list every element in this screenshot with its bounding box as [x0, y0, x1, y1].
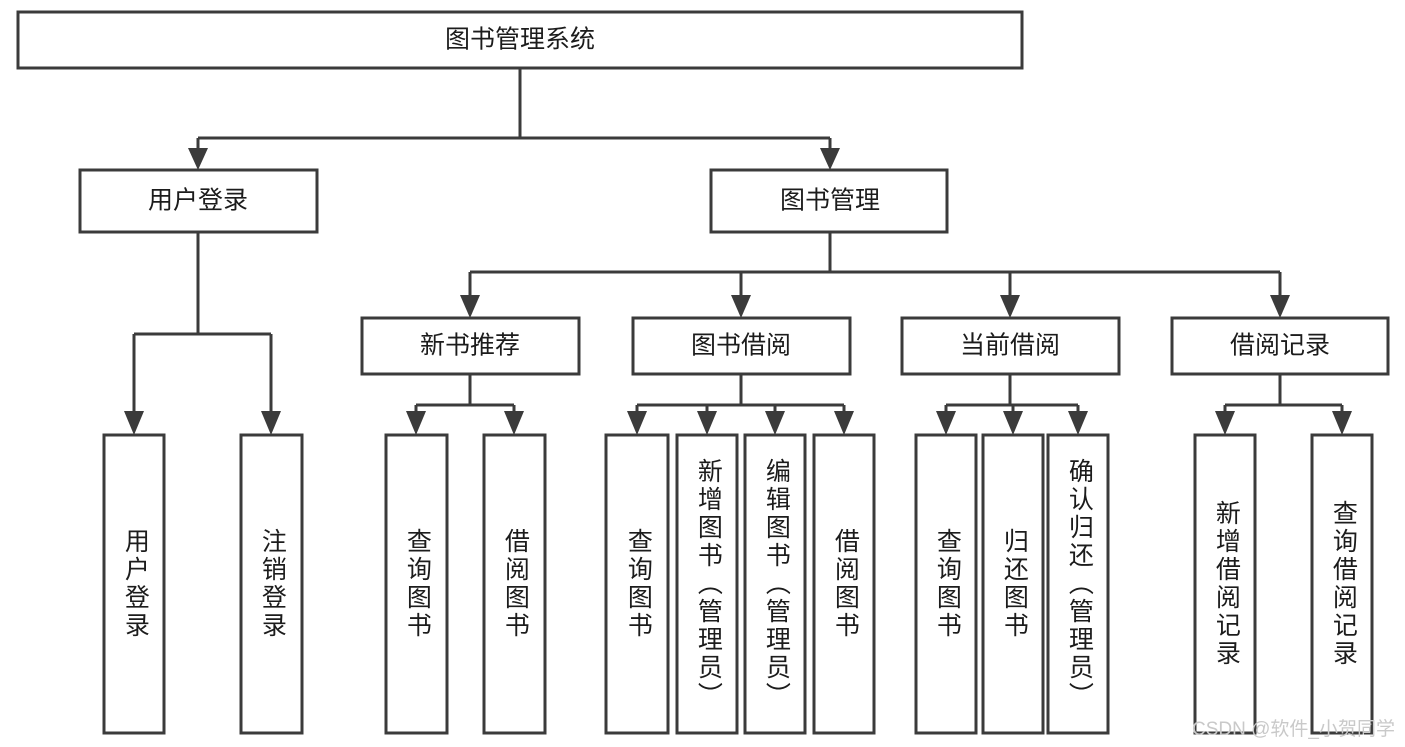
node-leaf-bb-query-label: 查询图书 [624, 528, 653, 640]
node-leaf-bb-query[interactable]: 查询图书 [604, 433, 670, 735]
csdn-watermark: CSDN @软件_小贺同学 [1192, 719, 1395, 740]
node-current-borrow[interactable]: 当前借阅 [900, 316, 1121, 376]
node-borrow-record[interactable]: 借阅记录 [1170, 316, 1390, 376]
arrow-bookmgmt-to-new-book-rec [460, 295, 480, 318]
node-new-book-rec[interactable]: 新书推荐 [360, 316, 581, 376]
node-leaf-user-logout[interactable]: 注销登录 [239, 433, 304, 735]
node-leaf-cb-query-label: 查询图书 [933, 528, 962, 640]
arrow-bookborrow-to-edit [765, 411, 785, 435]
node-leaf-cb-query[interactable]: 查询图书 [914, 433, 978, 735]
arrow-root-to-book-mgmt [820, 148, 840, 170]
edge-borrowrecord-bus [1223, 374, 1344, 418]
node-leaf-bb-borrow-label: 借阅图书 [831, 528, 860, 640]
node-user-login-label: 用户登录 [148, 187, 248, 215]
arrow-bookmgmt-to-borrow-record [1270, 295, 1290, 318]
node-leaf-rec-query-label: 查询图书 [403, 528, 432, 640]
edge-newbookrec-bus [414, 374, 516, 418]
node-leaf-rec-borrow-label: 借阅图书 [501, 528, 530, 640]
node-leaf-bb-add[interactable]: 新增图书（管理员） [675, 433, 739, 735]
arrow-root-to-user-login [188, 148, 208, 170]
edge-root-bus [196, 68, 832, 155]
edge-bookmgmt-bus [468, 232, 1282, 302]
node-leaf-rec-borrow[interactable]: 借阅图书 [482, 433, 547, 735]
arrow-currentborrow-to-confirm [1068, 411, 1088, 435]
node-layer: 图书管理系统 用户登录 图书管理 新书推荐 图书借阅 [16, 10, 1390, 735]
node-leaf-user-logout-label: 注销登录 [258, 528, 287, 640]
node-new-book-rec-label: 新书推荐 [420, 332, 520, 360]
arrow-currentborrow-to-query [936, 411, 956, 435]
node-current-borrow-label: 当前借阅 [960, 332, 1060, 360]
node-book-mgmt-label: 图书管理 [780, 187, 880, 215]
node-book-borrow-label: 图书借阅 [691, 332, 791, 360]
node-root-label: 图书管理系统 [445, 26, 595, 54]
arrow-bookmgmt-to-book-borrow [731, 295, 751, 318]
arrow-borrowrecord-to-add [1215, 411, 1235, 435]
connector-layer [124, 68, 1352, 435]
arrow-newbookrec-to-borrow [504, 411, 524, 435]
node-root[interactable]: 图书管理系统 [16, 10, 1024, 70]
node-leaf-bb-edit-label: 编辑图书（管理员） [762, 458, 791, 710]
node-book-borrow[interactable]: 图书借阅 [631, 316, 852, 376]
arrow-currentborrow-to-return [1003, 411, 1023, 435]
node-leaf-br-add[interactable]: 新增借阅记录 [1193, 433, 1257, 735]
arrow-bookborrow-to-borrow [834, 411, 854, 435]
node-leaf-bb-borrow[interactable]: 借阅图书 [812, 433, 876, 735]
node-borrow-record-label: 借阅记录 [1230, 332, 1330, 360]
node-leaf-user-login-label: 用户登录 [121, 528, 150, 640]
node-leaf-br-query-label: 查询借阅记录 [1329, 500, 1358, 668]
arrow-userlogin-to-leaf-login [124, 411, 144, 435]
node-leaf-user-login[interactable]: 用户登录 [102, 433, 166, 735]
arrow-newbookrec-to-query [406, 411, 426, 435]
node-leaf-cb-return-label: 归还图书 [1000, 528, 1029, 640]
node-leaf-cb-confirm-label: 确认归还（管理员） [1065, 458, 1094, 710]
node-user-login[interactable]: 用户登录 [78, 168, 319, 234]
node-leaf-br-add-label: 新增借阅记录 [1212, 500, 1241, 668]
arrow-bookborrow-to-query [627, 411, 647, 435]
arrow-bookborrow-to-add [697, 411, 717, 435]
arrow-bookmgmt-to-current-borrow [1000, 295, 1020, 318]
node-leaf-rec-query[interactable]: 查询图书 [384, 433, 449, 735]
node-leaf-bb-edit[interactable]: 编辑图书（管理员） [743, 433, 807, 735]
edge-userlogin-bus [132, 232, 273, 418]
node-leaf-bb-add-label: 新增图书（管理员） [694, 458, 723, 710]
arrow-borrowrecord-to-query [1332, 411, 1352, 435]
node-leaf-cb-confirm[interactable]: 确认归还（管理员） [1046, 433, 1110, 735]
node-leaf-br-query[interactable]: 查询借阅记录 [1310, 433, 1374, 735]
node-book-mgmt[interactable]: 图书管理 [709, 168, 949, 234]
edge-bookborrow-bus [635, 374, 846, 418]
arrow-userlogin-to-leaf-logout [261, 411, 281, 435]
node-leaf-cb-return[interactable]: 归还图书 [981, 433, 1045, 735]
